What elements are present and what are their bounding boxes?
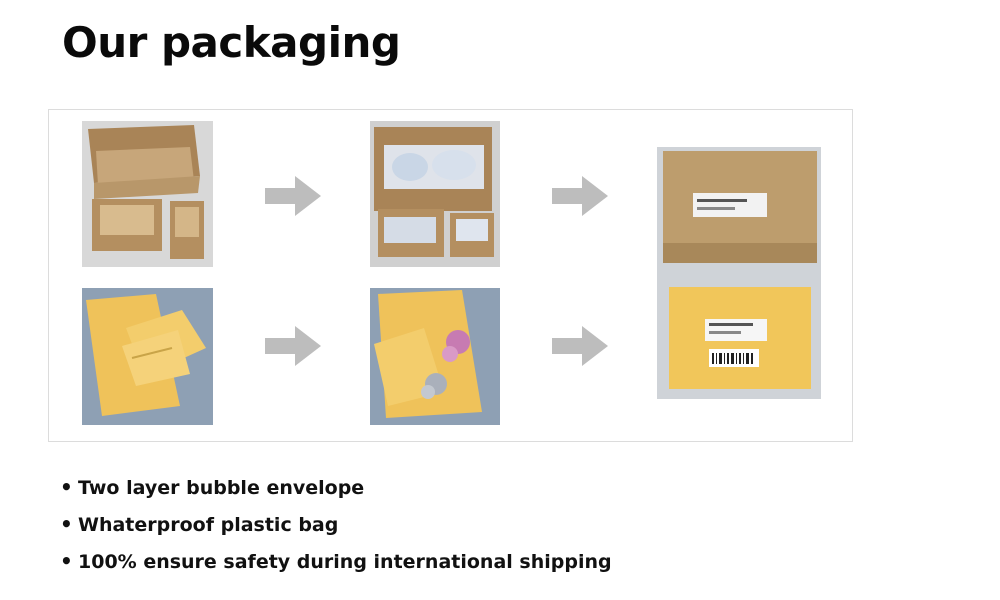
bubble-envelopes-filled-photo: [370, 288, 500, 425]
bubble-envelopes-empty-photo: [82, 288, 213, 425]
carton-boxes-filled-photo: [370, 121, 500, 267]
feature-item: •Whaterproof plastic bag: [60, 512, 339, 536]
final-packages-photo: [657, 147, 821, 399]
feature-item: •Two layer bubble envelope: [60, 475, 365, 499]
arrow-right-icon: [265, 176, 321, 216]
page-title: Our packaging: [62, 18, 401, 67]
feature-item: •100% ensure safety during international…: [60, 549, 612, 573]
arrow-right-icon: [265, 326, 321, 366]
carton-boxes-empty-photo: [82, 121, 213, 267]
packaging-features-list: •Two layer bubble envelope •Whaterproof …: [60, 472, 612, 583]
arrow-right-icon: [552, 176, 608, 216]
arrow-right-icon: [552, 326, 608, 366]
